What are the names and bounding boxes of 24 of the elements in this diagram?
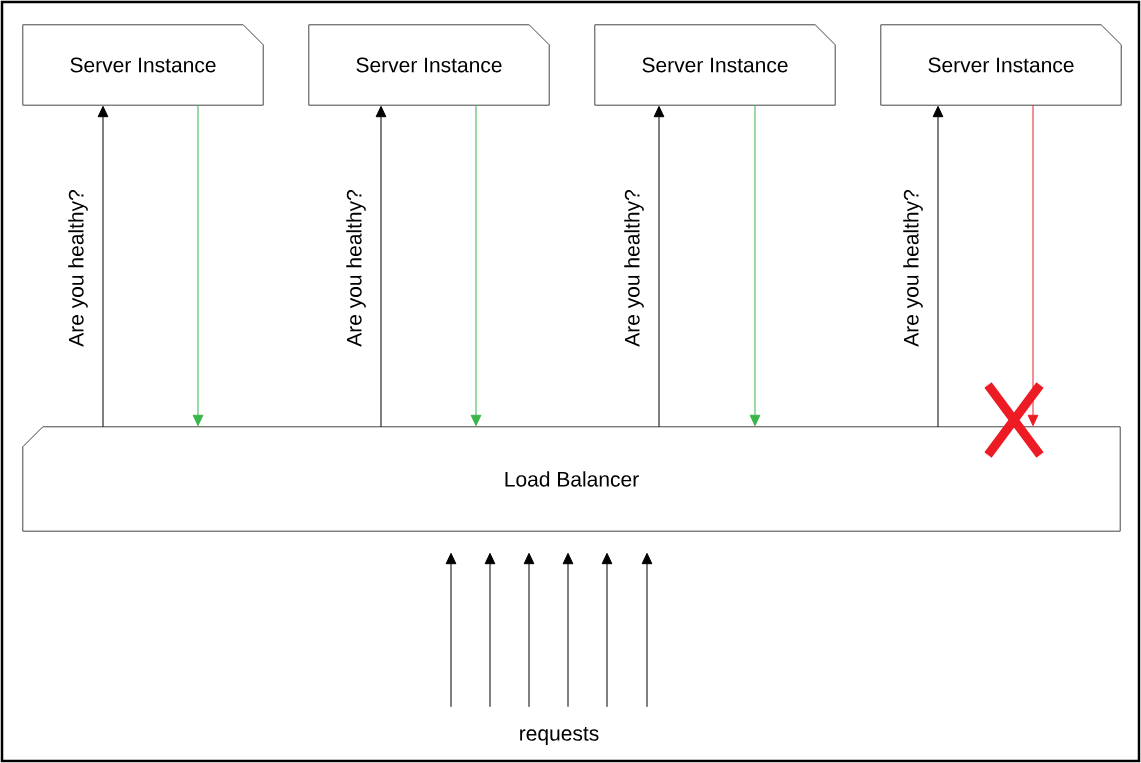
server-box: Server Instance — [308, 24, 550, 106]
edge-label: Are you healthy? — [624, 190, 644, 347]
arrow — [653, 105, 665, 428]
arrow — [470, 104, 482, 427]
arrow — [562, 552, 574, 708]
arrow — [445, 552, 457, 708]
arrow — [601, 552, 613, 708]
arrow — [375, 105, 387, 428]
edge-label: Are you healthy? — [903, 190, 923, 347]
arrow — [932, 105, 944, 428]
arrow — [749, 104, 761, 427]
arrow — [523, 552, 535, 708]
edge-label: Are you healthy? — [68, 190, 88, 347]
arrow — [641, 552, 653, 708]
server-box: Server Instance — [22, 24, 264, 106]
arrow — [484, 552, 496, 708]
arrow — [1027, 104, 1039, 427]
arrow — [97, 105, 109, 428]
server-box: Server Instance — [880, 24, 1122, 106]
edge-label: Are you healthy? — [346, 190, 366, 347]
server-box: Server Instance — [594, 24, 836, 106]
arrow — [192, 104, 204, 427]
caption-text: requests — [520, 727, 599, 745]
load-balancer-box: Load Balancer — [22, 426, 1121, 532]
